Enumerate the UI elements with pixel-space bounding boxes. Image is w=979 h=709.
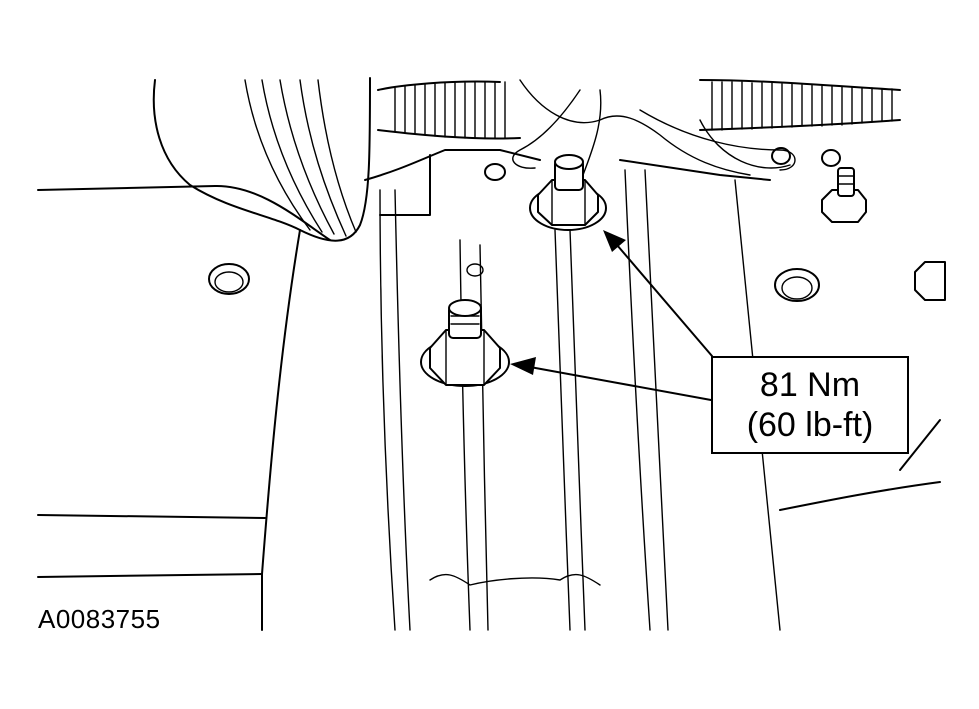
figure-id: A0083755 (38, 604, 161, 634)
callout-arrows (510, 230, 713, 401)
arrow-head-upper (603, 230, 626, 252)
torque-imperial: (60 lb-ft) (746, 406, 874, 444)
torque-metric: 81 Nm (759, 366, 861, 404)
access-holes (208, 147, 841, 302)
upper-bolt (529, 154, 607, 231)
floor-panel (37, 149, 941, 631)
right-studs (821, 167, 946, 301)
wiring-loom (377, 79, 901, 140)
arrow-head-lower (510, 357, 536, 375)
seat-cushion (152, 77, 371, 242)
floor-ribs (379, 169, 781, 631)
lower-bolt (420, 299, 510, 387)
torque-callout-box: 81 Nm (60 lb-ft) (711, 356, 909, 454)
